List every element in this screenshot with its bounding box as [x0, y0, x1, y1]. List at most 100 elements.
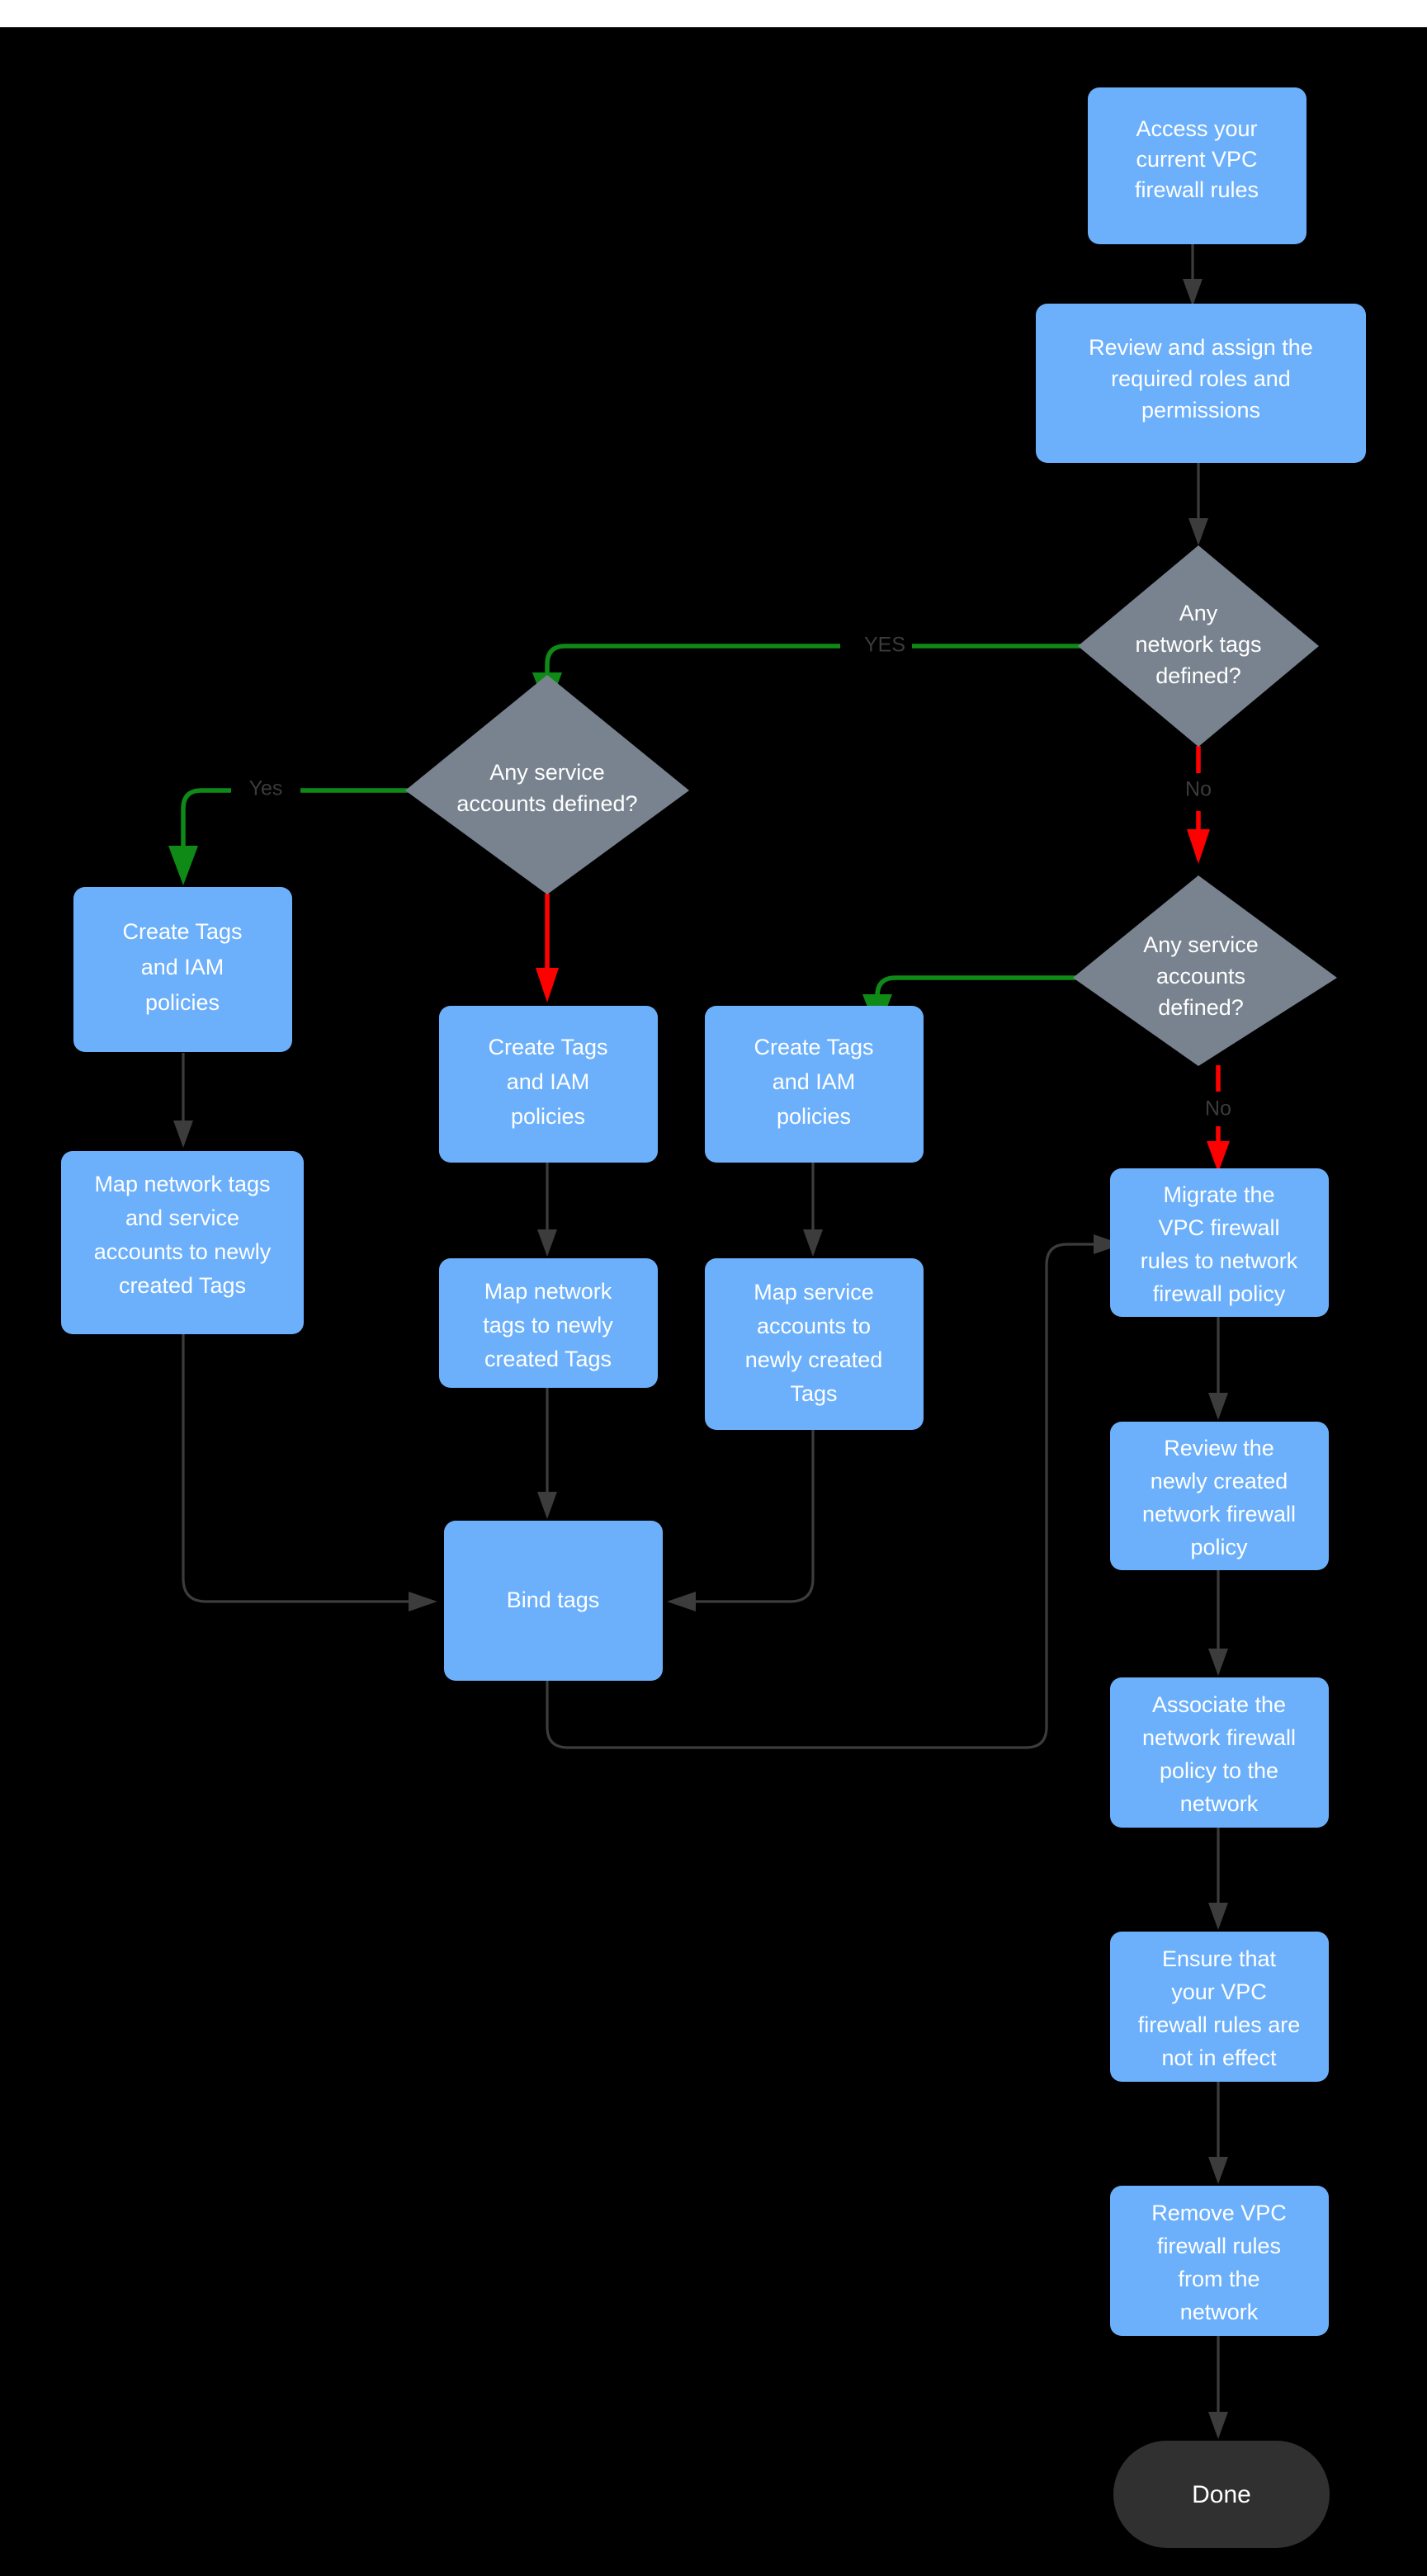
node-ensure-not-in-effect[interactable]: Ensure that your VPC firewall rules are …: [1110, 1932, 1329, 2082]
edge-service-accounts-right-no: No: [1205, 1065, 1231, 1172]
node-decision-service-accounts-left[interactable]: Any service accounts defined?: [405, 675, 689, 894]
edge-label-network-tags-no: No: [1185, 778, 1212, 801]
node-review-roles[interactable]: Review and assign the required roles and…: [1036, 304, 1366, 463]
node-label-line: Review and assign the: [1089, 335, 1313, 360]
node-review-policy[interactable]: Review the newly created network firewal…: [1110, 1422, 1329, 1570]
node-label-line: network tags: [1135, 632, 1261, 657]
edge-review-policy-to-associate: [1208, 1570, 1228, 1676]
node-label-line: and IAM: [141, 955, 224, 979]
node-label-line: policies: [145, 990, 220, 1015]
node-associate-policy[interactable]: Associate the network firewall policy to…: [1110, 1677, 1329, 1828]
flowchart-canvas: YES No Yes: [0, 27, 1427, 2576]
node-label-line: rules to network: [1141, 1248, 1298, 1273]
node-label-line: firewall rules are: [1138, 2012, 1301, 2037]
edge-access-to-review: [1183, 243, 1203, 306]
node-label-line: network firewall: [1142, 1725, 1296, 1750]
node-label-line: Remove VPC: [1151, 2201, 1287, 2225]
node-label-line: your VPC: [1171, 1979, 1267, 2004]
node-label-line: Migrate the: [1163, 1182, 1274, 1207]
edge-create-right-to-map-service: [803, 1162, 823, 1257]
node-label-line: and service: [125, 1205, 239, 1230]
node-decision-network-tags[interactable]: Any network tags defined?: [1078, 545, 1319, 747]
node-label-line: accounts to: [757, 1314, 871, 1338]
edge-service-accounts-left-yes: Yes: [168, 777, 410, 885]
node-label-line: firewall rules: [1157, 2234, 1281, 2258]
node-label-line: network: [1180, 1791, 1259, 1816]
edge-label-service-accounts-right-no: No: [1205, 1097, 1231, 1121]
edge-bind-tags-to-migrate: [546, 1234, 1122, 1749]
node-label-line: accounts defined?: [456, 791, 637, 816]
node-label-line: created Tags: [484, 1347, 612, 1371]
edge-map-both-to-bind-tags: [182, 1333, 437, 1611]
node-label-line: Create Tags: [754, 1035, 873, 1059]
node-label-line: Create Tags: [122, 919, 242, 944]
edge-remove-to-done: [1208, 2336, 1228, 2439]
node-label-line: accounts: [1156, 964, 1245, 988]
node-label-line: Any service: [1143, 932, 1259, 957]
edge-review-to-network-tags: [1188, 463, 1208, 545]
edge-service-accounts-left-no: [536, 894, 559, 1003]
node-label-line: VPC firewall: [1158, 1215, 1279, 1240]
nodes-layer: Access your current VPC firewall rules R…: [61, 87, 1366, 2548]
node-label-line: newly created: [1151, 1469, 1288, 1493]
node-label-line: Ensure that: [1162, 1946, 1277, 1971]
node-label-line: Access your: [1136, 116, 1257, 141]
node-label-line: from the: [1178, 2267, 1259, 2291]
node-label-line: and IAM: [773, 1069, 856, 1094]
node-label-line: accounts to newly: [94, 1239, 272, 1264]
node-label-line: policies: [777, 1104, 851, 1129]
node-label-line: Done: [1192, 2481, 1251, 2508]
node-label-line: tags to newly: [483, 1313, 613, 1338]
edge-map-network-to-bind-tags: [537, 1386, 557, 1519]
node-label-line: defined?: [1158, 995, 1244, 1020]
node-done[interactable]: Done: [1113, 2441, 1330, 2548]
edge-migrate-to-review-policy: [1208, 1316, 1228, 1420]
node-label-line: Associate the: [1152, 1692, 1286, 1717]
node-label-line: policies: [511, 1104, 585, 1129]
node-label-line: Map service: [754, 1280, 874, 1305]
node-label-line: firewall policy: [1153, 1281, 1286, 1306]
node-label-line: firewall rules: [1135, 177, 1259, 202]
edge-label-service-accounts-left-yes: Yes: [249, 777, 283, 800]
node-label-line: policy to the: [1160, 1758, 1278, 1783]
node-create-tags-right[interactable]: Create Tags and IAM policies: [705, 1006, 924, 1163]
node-label-line: Bind tags: [507, 1588, 600, 1612]
node-map-network-tags[interactable]: Map network tags to newly created Tags: [439, 1258, 658, 1388]
node-access-rules[interactable]: Access your current VPC firewall rules: [1088, 87, 1307, 244]
edge-network-tags-yes: YES: [532, 634, 1085, 712]
flowchart-svg: YES No Yes: [61, 87, 1366, 2548]
node-label-line: Tags: [790, 1381, 837, 1406]
node-label-line: not in effect: [1161, 2045, 1277, 2070]
node-label-line: newly created: [745, 1347, 883, 1372]
node-label-line: policy: [1190, 1535, 1248, 1559]
edge-map-service-to-bind-tags: [667, 1427, 815, 1611]
node-map-service-accounts[interactable]: Map service accounts to newly created Ta…: [705, 1258, 924, 1430]
node-label-line: Any service: [489, 760, 605, 785]
node-label-line: permissions: [1141, 398, 1260, 422]
node-migrate-rules[interactable]: Migrate the VPC firewall rules to networ…: [1110, 1168, 1329, 1317]
node-decision-service-accounts-right[interactable]: Any service accounts defined?: [1073, 875, 1337, 1066]
node-bind-tags[interactable]: Bind tags: [444, 1521, 663, 1681]
edges-layer: YES No Yes: [168, 243, 1231, 2439]
node-label-line: Map network tags: [94, 1172, 270, 1196]
edge-network-tags-no: No: [1185, 746, 1212, 864]
node-label-line: required roles and: [1111, 366, 1291, 391]
edge-label-network-tags-yes: YES: [864, 634, 905, 657]
edge-associate-to-ensure: [1208, 1828, 1228, 1930]
edge-ensure-to-remove: [1208, 2082, 1228, 2184]
node-label-line: current VPC: [1136, 147, 1257, 172]
node-remove-rules[interactable]: Remove VPC firewall rules from the netwo…: [1110, 2186, 1329, 2336]
node-label-line: defined?: [1155, 663, 1241, 688]
node-create-tags-middle[interactable]: Create Tags and IAM policies: [439, 1006, 658, 1163]
node-label-line: Review the: [1164, 1436, 1274, 1460]
edge-create-left-to-map-both: [173, 1053, 193, 1148]
edge-create-middle-to-map-network: [537, 1162, 557, 1257]
node-label-line: Any: [1179, 601, 1218, 625]
node-create-tags-left[interactable]: Create Tags and IAM policies: [73, 887, 292, 1052]
node-map-both[interactable]: Map network tags and service accounts to…: [61, 1151, 304, 1334]
node-label-line: Map network: [484, 1279, 612, 1304]
node-label-line: created Tags: [119, 1273, 246, 1298]
node-label-line: Create Tags: [488, 1035, 607, 1059]
node-label-line: and IAM: [507, 1069, 590, 1094]
